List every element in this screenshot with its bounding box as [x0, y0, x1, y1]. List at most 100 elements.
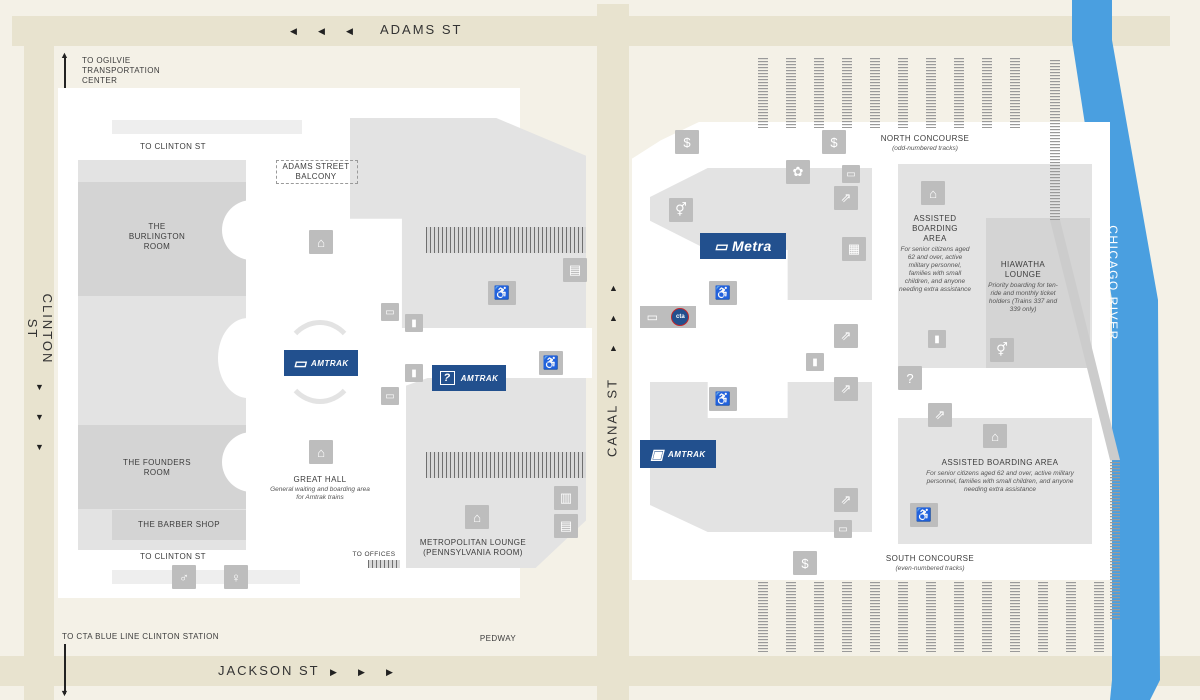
- track-n-9: [982, 58, 992, 128]
- canal-arrow-3: ▲: [609, 343, 618, 353]
- track-n-4: [842, 58, 852, 128]
- to-clinton-top-label: TO CLINTON ST: [140, 142, 206, 151]
- canal-arrow-2: ▲: [609, 313, 618, 323]
- barber-shop: [112, 510, 246, 540]
- track-river-lower: [1110, 460, 1120, 620]
- track-s-11: [1038, 582, 1048, 652]
- accessible-icon-east-2: ♿: [709, 387, 737, 411]
- escalator-icon-east-2: ⇗: [834, 324, 858, 348]
- south-concourse-label: SOUTH CONCOURSE: [885, 554, 975, 563]
- north-stairs: [426, 227, 586, 253]
- track-n-3: [814, 58, 824, 128]
- cta-arrow-line: [64, 644, 66, 694]
- accessible-assist-icon: ♿: [539, 351, 563, 375]
- canal-street: [597, 4, 629, 700]
- track-s-4: [842, 582, 852, 652]
- track-s-2: [786, 582, 796, 652]
- ogilvie-arrow-head: ▲: [60, 50, 69, 60]
- track-s-8: [954, 582, 964, 652]
- amtrak-sign-info: ? AMTRAK: [432, 365, 506, 391]
- metra-ticket-icon: ▭: [714, 237, 728, 254]
- burlington-room: [78, 182, 246, 296]
- cta-ticket-icon: ▭: [646, 310, 658, 324]
- waiting-area-icon-lounge: ⌂: [465, 505, 489, 529]
- amtrak-logo-text: AMTRAK: [311, 358, 349, 368]
- waiting-area-icon-south: ⌂: [309, 440, 333, 464]
- restrooms-icon-east-2: ⚥: [990, 338, 1014, 362]
- river-track: [1050, 60, 1120, 620]
- adams-street: [12, 16, 1170, 46]
- track-river-upper: [1050, 60, 1060, 220]
- bus-icon: ▥: [554, 486, 578, 510]
- founders-room: [78, 425, 246, 509]
- taxi-icon-2: ▤: [554, 514, 578, 538]
- metropolitan-label: METROPOLITAN LOUNGE (PENNSYLVANIA ROOM): [419, 538, 527, 557]
- north-tracks: [758, 58, 1020, 128]
- dollar-icon-2: $: [822, 130, 846, 154]
- taxi-icon: ▤: [563, 258, 587, 282]
- track-n-7: [926, 58, 936, 128]
- atm-icon-west-1: ▭: [381, 303, 399, 321]
- great-hall-label: GREAT HALL: [293, 475, 347, 484]
- atm-icon-east-2: ▭: [834, 520, 852, 538]
- info-icon-east: ?: [898, 366, 922, 390]
- pedway-label: PEDWAY: [479, 634, 517, 643]
- track-s-12: [1066, 582, 1076, 652]
- clinton-street: [24, 40, 54, 700]
- cta-logo: cta: [671, 308, 690, 326]
- flower-icon: ✿: [786, 160, 810, 184]
- elevator-icon-west-2: ▮: [405, 364, 423, 382]
- clinton-arrow-1: ▼: [35, 382, 44, 392]
- jackson-arrow-1: ▶: [330, 667, 337, 677]
- track-s-6: [898, 582, 908, 652]
- accessible-icon-west-1: ♿: [488, 281, 516, 305]
- atm-icon-west-2: ▭: [381, 387, 399, 405]
- track-s-10: [1010, 582, 1020, 652]
- amtrak-sign-great-hall: ▭ AMTRAK: [284, 350, 358, 376]
- dollar-icon-1: $: [675, 130, 699, 154]
- adams-arrow-2: ◀: [318, 26, 325, 36]
- dollar-icon-3: $: [793, 551, 817, 575]
- atm-icon-east-1: ▭: [842, 165, 860, 183]
- great-hall-curve-mid: [218, 318, 278, 398]
- escalator-icon-east-1: ⇗: [834, 186, 858, 210]
- track-n-5: [870, 58, 880, 128]
- track-n-10: [1010, 58, 1020, 128]
- great-hall-note: General waiting and boarding area for Am…: [270, 486, 370, 501]
- south-tracks: [758, 582, 1104, 652]
- great-hall-curve-bottom: [222, 432, 282, 492]
- cta-sign: ▭ cta: [640, 306, 696, 328]
- track-s-1: [758, 582, 768, 652]
- assisted-boarding-1-note: For senior citizens aged 62 and over, ac…: [899, 246, 971, 293]
- restroom-women-icon: ♀: [224, 565, 248, 589]
- metra-sign: ▭ Metra: [700, 233, 786, 259]
- clinton-arrow-2: ▼: [35, 412, 44, 422]
- north-concourse-label: NORTH CONCOURSE: [880, 134, 970, 143]
- info-question-icon: ?: [439, 371, 455, 385]
- south-stairs: [426, 452, 586, 478]
- to-offices-label: TO OFFICES: [352, 551, 396, 558]
- track-s-7: [926, 582, 936, 652]
- track-n-2: [786, 58, 796, 128]
- canal-arrow-1: ▲: [609, 283, 618, 293]
- adams-street-label: ADAMS ST: [380, 22, 463, 37]
- track-s-3: [814, 582, 824, 652]
- newspaper-icon: ▦: [842, 237, 866, 261]
- elevator-icon-east-2: ▮: [806, 353, 824, 371]
- track-n-1: [758, 58, 768, 128]
- restrooms-icon-east-1: ⚥: [669, 198, 693, 222]
- ogilvie-arrow-line: [64, 56, 66, 104]
- adams-arrow-3: ◀: [346, 26, 353, 36]
- waiting-area-icon-east-1: ⌂: [921, 181, 945, 205]
- clinton-street-label: CLINTON ST: [25, 293, 55, 365]
- baggage-icon: ▣: [650, 445, 665, 462]
- north-concourse-note: (odd-numbered tracks): [892, 145, 958, 152]
- track-s-13: [1094, 582, 1104, 652]
- south-concourse-note: (even-numbered tracks): [895, 565, 965, 572]
- escalator-icon-east-5: ⇗: [834, 488, 858, 512]
- barber-label: THE BARBER SHOP: [137, 520, 220, 529]
- to-clinton-bottom-label: TO CLINTON ST: [140, 552, 206, 561]
- hiawatha-note: Priority boarding for ten-ride and month…: [988, 282, 1058, 313]
- assisted-boarding-1-label: ASSISTED BOARDING AREA: [912, 214, 958, 243]
